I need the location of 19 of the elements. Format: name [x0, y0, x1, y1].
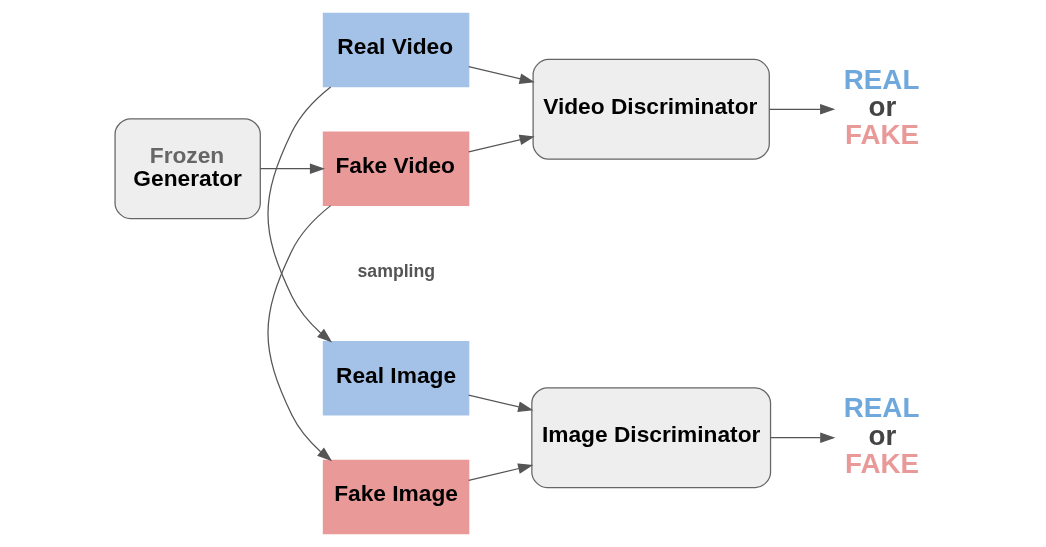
node-box: Image Discriminator: [531, 387, 772, 489]
node-box: Real Image: [322, 341, 470, 416]
arrow: [267, 86, 333, 343]
arrow: [468, 134, 535, 153]
arrow: [468, 394, 534, 412]
node-text: REAL or FAKE: [843, 63, 920, 151]
node-text: REAL or FAKE: [843, 391, 920, 479]
node-box: Real Video: [322, 12, 470, 88]
arrow: [468, 66, 535, 84]
node-box: Frozen Generator: [114, 118, 261, 220]
node-box: Video Discriminator: [532, 58, 770, 160]
node-box: Fake Image: [322, 459, 470, 535]
node-box: Fake Video: [322, 131, 470, 206]
arrow: [267, 205, 333, 462]
arrow: [259, 163, 326, 174]
arrow: [770, 432, 836, 443]
label: sampling: [357, 260, 436, 281]
arrow: [468, 463, 534, 481]
arrow: [768, 104, 836, 115]
